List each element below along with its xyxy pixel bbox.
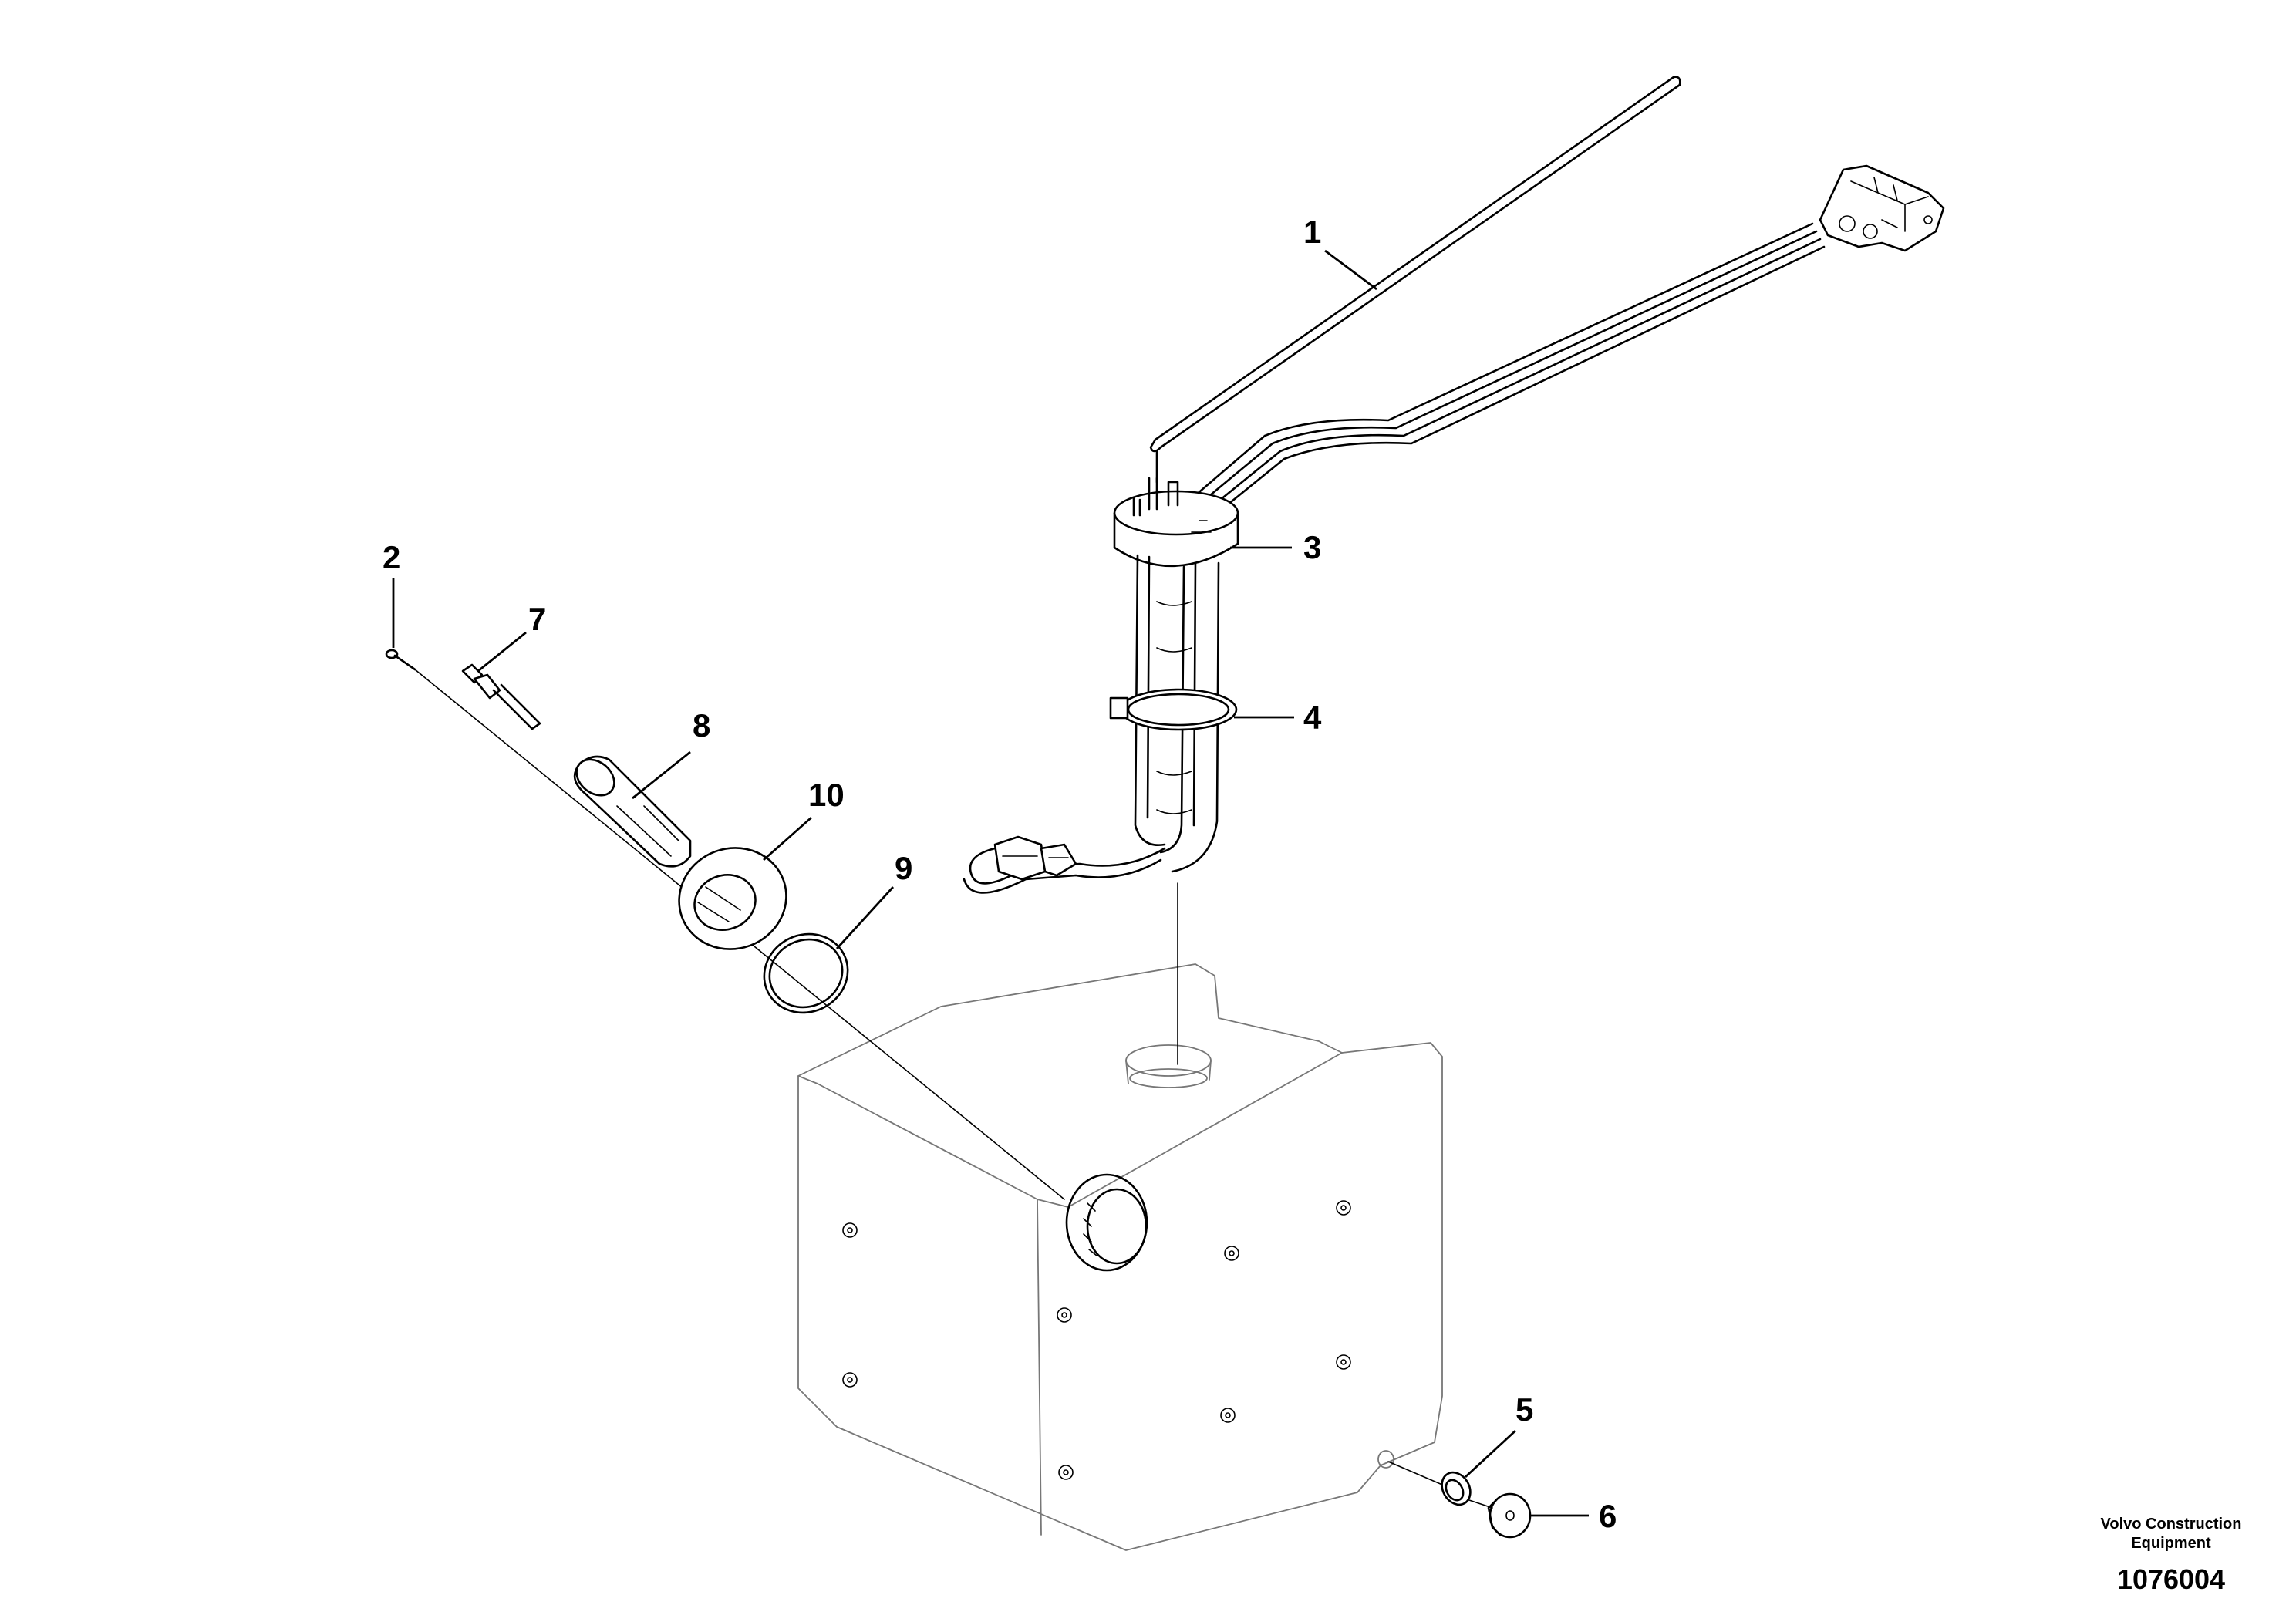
bottom-connector	[963, 835, 1178, 1065]
callout-labels: 1 2 3 4 5 6 7 8 9 10	[383, 214, 1617, 1534]
leader-10	[763, 816, 812, 862]
document-number: 1076004	[2117, 1563, 2225, 1595]
callout-4: 4	[1303, 700, 1322, 736]
leader-9	[835, 886, 895, 949]
plug	[573, 755, 692, 868]
callout-5: 5	[1515, 1391, 1533, 1428]
leader-lines	[392, 249, 1589, 1517]
leader-5	[1465, 1429, 1516, 1479]
callout-8: 8	[693, 707, 710, 744]
dipstick-tube	[1149, 76, 1681, 484]
adapter-ring	[678, 847, 787, 950]
callout-10: 10	[808, 777, 845, 813]
tank	[797, 963, 1443, 1551]
callout-2: 2	[383, 539, 400, 575]
credit-line-1: Volvo Construction	[2101, 1516, 2242, 1533]
callout-6: 6	[1599, 1498, 1617, 1534]
o-ring	[763, 932, 849, 1014]
callout-9: 9	[895, 850, 912, 886]
washer	[1387, 1461, 1472, 1506]
callout-7: 7	[528, 601, 546, 637]
sender-tubes	[1109, 554, 1238, 873]
credit-line-2: Equipment	[2131, 1535, 2211, 1552]
leader-7	[477, 631, 527, 673]
callout-3: 3	[1303, 529, 1321, 565]
leader-1	[1324, 249, 1377, 291]
leader-8	[632, 750, 691, 800]
callout-1: 1	[1303, 214, 1321, 250]
credit-block: Volvo Construction Equipment 1076004	[2101, 1516, 2242, 1595]
harness	[1182, 164, 1945, 526]
sensor	[461, 663, 541, 730]
drain-plug	[1468, 1492, 1532, 1539]
sender-head	[1113, 477, 1239, 568]
